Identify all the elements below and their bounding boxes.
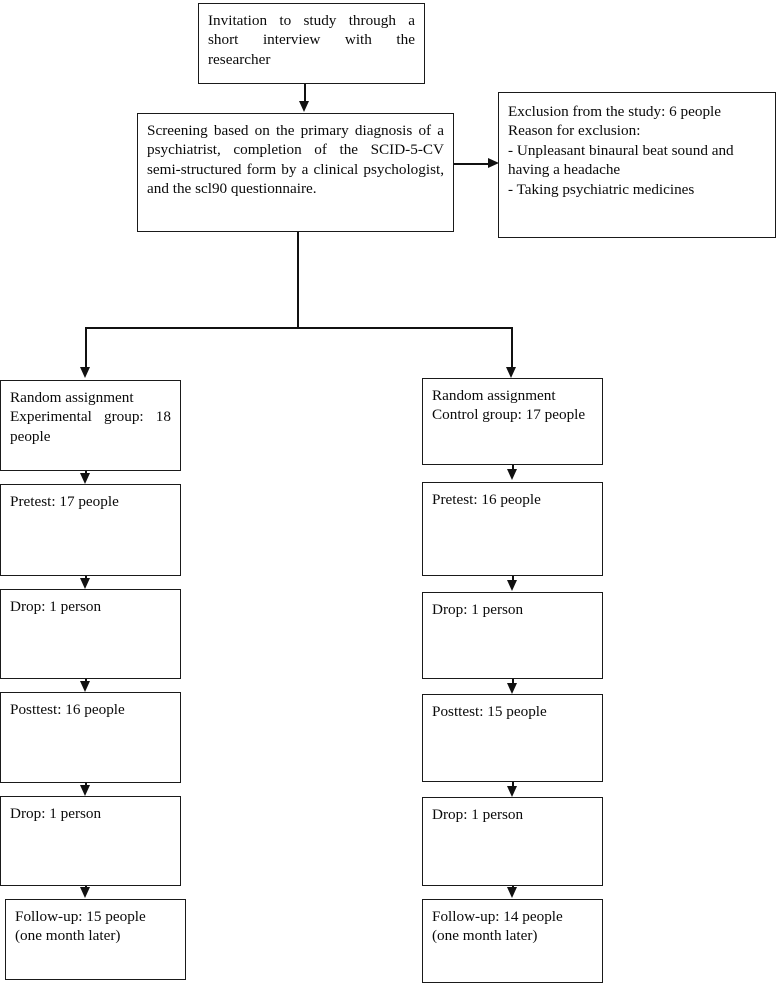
exclusion-line-2: Reason for exclusion: (508, 122, 641, 140)
connector-split-to-control (511, 327, 513, 369)
node-experimental-posttest: Posttest: 16 people (0, 692, 181, 783)
arrow-ctl-drop2-to-followup-icon (507, 887, 517, 898)
experimental-assignment-line-1: Random assignment (10, 389, 134, 406)
node-invitation: Invitation to study through a short inte… (198, 3, 425, 84)
node-screening: Screening based on the primary diagnosis… (137, 113, 454, 232)
node-experimental-followup: Follow-up: 15 people (one month later) (5, 899, 186, 980)
arrow-ctl-posttest-to-drop2-icon (507, 786, 517, 797)
arrow-ctl-assignment-to-pretest-icon (507, 469, 517, 480)
arrow-ctl-drop1-to-posttest-icon (507, 683, 517, 694)
arrow-exp-drop1-to-posttest-icon (80, 681, 90, 692)
node-control-followup: Follow-up: 14 people (one month later) (422, 899, 603, 983)
connector-screening-to-exclusion (454, 163, 490, 165)
control-followup-line-2: (one month later) (432, 927, 538, 945)
connector-split-crossbar (85, 327, 513, 329)
connector-split-to-experimental (85, 327, 87, 369)
node-experimental-drop-1: Drop: 1 person (0, 589, 181, 679)
control-assignment-line-1: Random assignment (432, 387, 556, 404)
connector-invitation-to-screening (304, 84, 306, 103)
experimental-assignment-line-2: Experimental group: 18 people (10, 408, 171, 445)
experimental-followup-line-1: Follow-up: 15 people (15, 908, 146, 925)
node-experimental-drop-2: Drop: 1 person (0, 796, 181, 886)
node-control-drop-2: Drop: 1 person (422, 797, 603, 886)
arrow-screening-to-exclusion-icon (488, 158, 499, 168)
node-exclusion: Exclusion from the study: 6 people Reaso… (498, 92, 776, 238)
arrow-split-to-control-icon (506, 367, 516, 378)
arrow-exp-posttest-to-drop2-icon (80, 785, 90, 796)
node-control-drop-1: Drop: 1 person (422, 592, 603, 679)
node-experimental-random-assignment: Random assignment Experimental group: 18… (0, 380, 181, 471)
control-assignment-line-2: Control group: 17 people (432, 406, 586, 424)
connector-screening-split-stem (297, 232, 299, 328)
node-control-pretest: Pretest: 16 people (422, 482, 603, 576)
arrow-exp-drop2-to-followup-icon (80, 887, 90, 898)
arrow-exp-pretest-to-drop1-icon (80, 578, 90, 589)
exclusion-line-3: - Unpleasant binaural beat sound and hav… (508, 141, 734, 179)
node-control-posttest: Posttest: 15 people (422, 694, 603, 782)
node-experimental-pretest: Pretest: 17 people (0, 484, 181, 576)
control-followup-line-1: Follow-up: 14 people (432, 908, 563, 925)
arrow-exp-assignment-to-pretest-icon (80, 473, 90, 484)
arrow-ctl-pretest-to-drop1-icon (507, 580, 517, 591)
arrow-split-to-experimental-icon (80, 367, 90, 378)
arrow-invitation-to-screening-icon (299, 101, 309, 112)
exclusion-line-4: - Taking psychiatric medicines (508, 180, 695, 198)
experimental-followup-line-2: (one month later) (15, 927, 121, 945)
exclusion-line-1: Exclusion from the study: 6 people (508, 103, 722, 120)
node-control-random-assignment: Random assignment Control group: 17 peop… (422, 378, 603, 465)
